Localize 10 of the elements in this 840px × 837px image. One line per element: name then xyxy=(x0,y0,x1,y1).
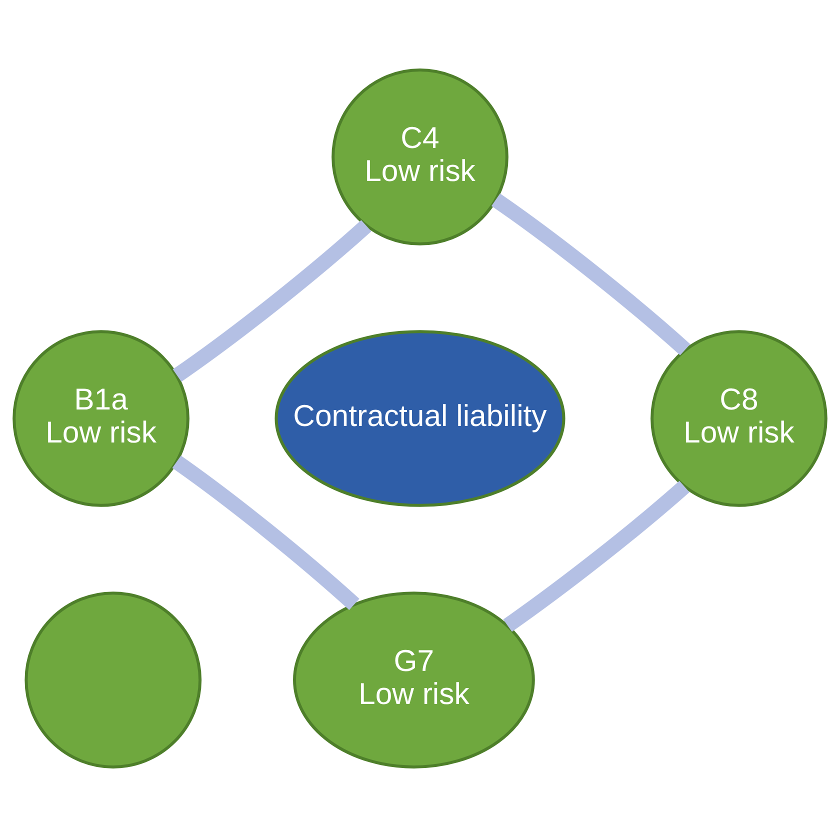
node-ellipse: G7 Low risk xyxy=(293,592,535,768)
node-circle: C8 Low risk xyxy=(650,330,828,507)
node-circle xyxy=(24,592,202,768)
node-circle: C4 Low risk xyxy=(332,68,508,246)
node-circle: B1a Low risk xyxy=(12,330,190,507)
node-ellipse: Contractual liability xyxy=(274,330,566,507)
connector xyxy=(172,220,372,382)
connector xyxy=(491,194,690,356)
connector xyxy=(503,480,690,632)
connector xyxy=(172,456,360,610)
